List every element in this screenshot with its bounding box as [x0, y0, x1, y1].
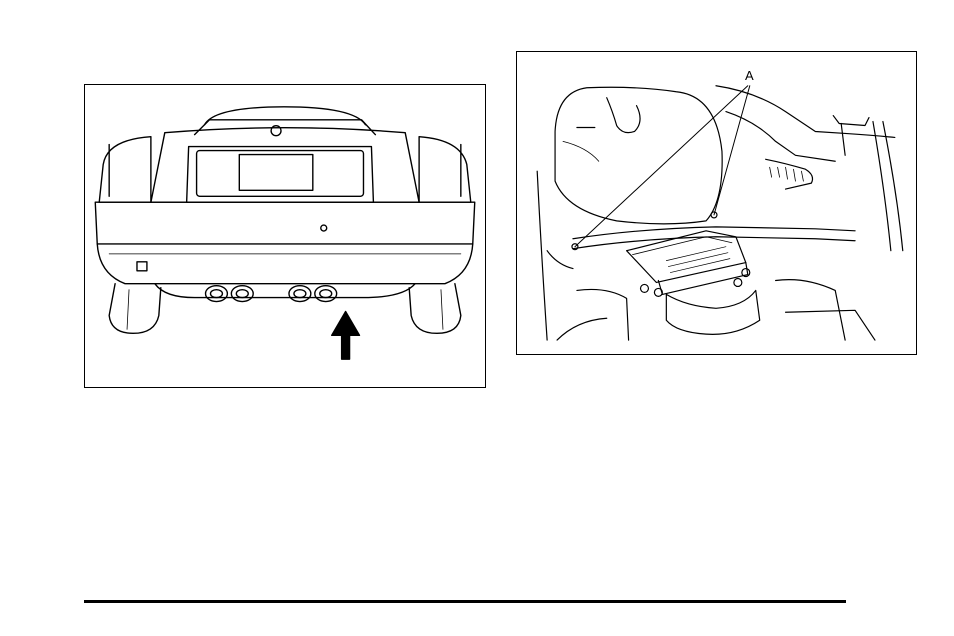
figure-rear-view — [84, 84, 486, 388]
underbody-illustration — [517, 52, 916, 354]
arrow-up-icon — [332, 312, 360, 360]
figure-underbody-module: A — [516, 51, 917, 355]
callout-label-a: A — [745, 68, 754, 83]
car-rear-illustration — [85, 85, 485, 387]
footer-rule — [84, 600, 846, 603]
